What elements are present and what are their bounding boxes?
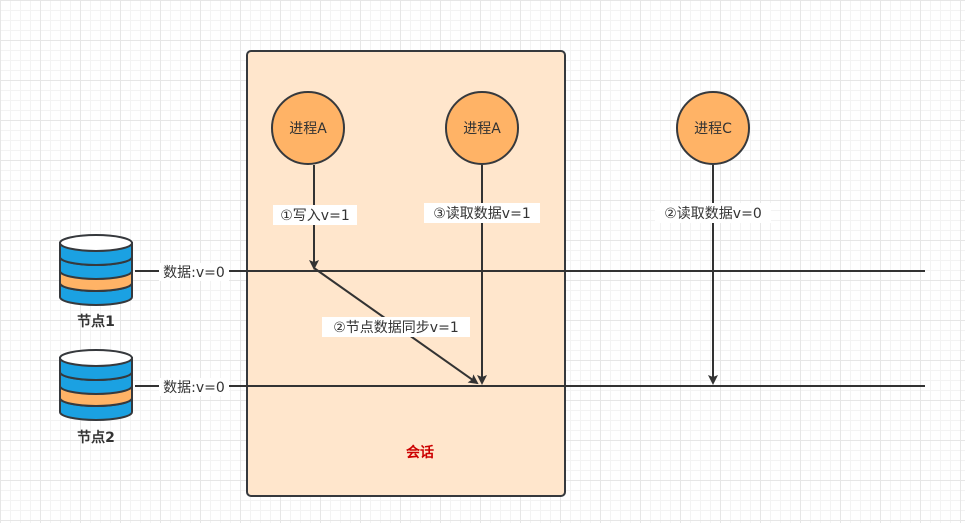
read-a-label: ③读取数据v=1	[433, 205, 530, 222]
process-a-2-label: 进程A	[463, 121, 501, 137]
process-c-label: 进程C	[694, 121, 732, 137]
process-a-2: 进程A	[445, 91, 519, 165]
sync-label-bg	[322, 317, 470, 337]
node1-data-label-bg	[159, 263, 229, 281]
session-label: 会话	[406, 444, 434, 461]
process-a-1-label: 进程A	[289, 121, 327, 137]
node1-database-icon	[59, 234, 133, 306]
process-c: 进程C	[676, 91, 750, 165]
process-a-1: 进程A	[271, 91, 345, 165]
node1-label: 节点1	[77, 313, 115, 330]
read-c-label: ②读取数据v=0	[664, 205, 761, 222]
write-label: ①写入v=1	[280, 208, 349, 224]
node2-data-label: 数据:v=0	[163, 380, 225, 396]
node2-data-label-bg	[159, 378, 229, 396]
write-label-bg	[273, 205, 357, 225]
sync-label: ②节点数据同步v=1	[333, 320, 458, 336]
node2-database-icon	[59, 349, 133, 421]
node1-data-label: 数据:v=0	[163, 265, 225, 281]
read-c-label-bg	[655, 203, 771, 223]
node2-label: 节点2	[77, 429, 115, 446]
read-a-label-bg	[424, 203, 540, 223]
